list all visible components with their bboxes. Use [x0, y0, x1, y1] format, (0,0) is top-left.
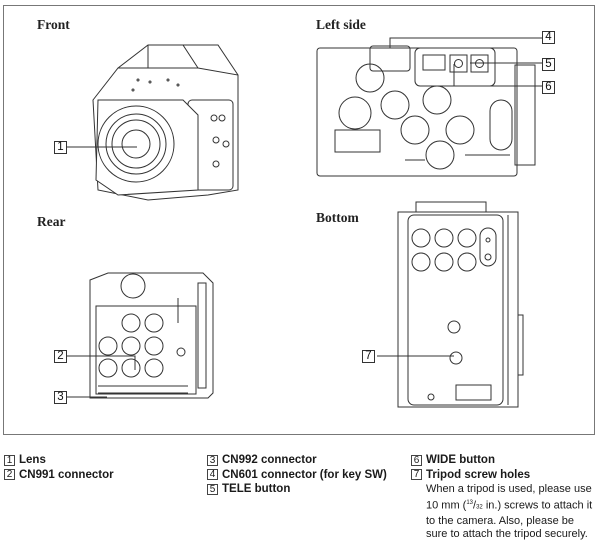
- callout-line-1: [67, 142, 142, 152]
- legend-label: CN991 connector: [19, 468, 114, 481]
- legend-item: 4 CN601 connector (for key SW): [207, 468, 387, 483]
- legend-label: Lens: [19, 454, 46, 467]
- legend-label: Tripod screw holes: [426, 468, 531, 481]
- legend-number: 3: [207, 454, 218, 466]
- callout-line-2: [67, 356, 135, 370]
- note-text: in.) screws to attach it: [482, 499, 593, 512]
- legend-number: 2: [4, 469, 15, 481]
- rear-view-title: Rear: [37, 214, 66, 229]
- callout-2: 2: [54, 350, 67, 363]
- left-side-edge: [515, 65, 535, 165]
- note-text: 10 mm (: [426, 499, 467, 512]
- legend-column-2: 3 CN992 connector 4 CN601 connector (for…: [207, 453, 387, 497]
- tripod-note-line-3: to the camera. Also, please be: [426, 514, 574, 527]
- callout-line-6: [454, 64, 542, 86]
- callout-3: 3: [54, 391, 67, 404]
- legend-number: 6: [411, 454, 422, 466]
- callout-1: 1: [54, 141, 67, 154]
- callout-line-4: [390, 38, 542, 48]
- legend-number: 4: [207, 469, 218, 481]
- tripod-note-line-1: When a tripod is used, please use: [426, 483, 592, 495]
- bottom-view-drawing: [396, 200, 526, 410]
- legend-column-1: 1 Lens 2 CN991 connector: [4, 453, 114, 482]
- left-side-view-drawing: [315, 40, 540, 180]
- wide-button: [455, 60, 463, 68]
- bottom-plate: [408, 215, 503, 405]
- lens-ring-middle: [106, 114, 166, 174]
- left-side-body: [317, 48, 517, 176]
- callout-5: 5: [542, 58, 555, 71]
- bottom-view-title: Bottom: [316, 210, 359, 225]
- legend-label: CN992 connector: [222, 454, 317, 467]
- legend-item: 2 CN991 connector: [4, 468, 114, 483]
- lens-ring-inner: [112, 120, 160, 168]
- tripod-note-line-2: 10 mm (13/32 in.) screws to attach it: [426, 499, 593, 512]
- legend-number: 1: [4, 454, 15, 466]
- callout-lines-rear: [67, 350, 142, 400]
- rear-view-drawing: [88, 268, 213, 408]
- legend-label: CN601 connector (for key SW): [222, 468, 387, 481]
- legend-item: 6 WIDE button: [411, 453, 600, 468]
- bottom-body-outline: [398, 212, 518, 407]
- fraction-numerator: 13: [466, 499, 474, 506]
- legend-label: TELE button: [222, 483, 291, 496]
- legend-label: WIDE button: [426, 454, 495, 467]
- legend-column-3: 6 WIDE button 7 Tripod screw holes When …: [411, 453, 600, 542]
- legend-item: 7 Tripod screw holes: [411, 468, 600, 483]
- fraction-denominator: 32: [476, 504, 483, 511]
- lens-mount-plate: [96, 100, 198, 195]
- rear-body-outline: [90, 273, 213, 398]
- legend-number: 7: [411, 469, 422, 481]
- tripod-note-line-4: sure to attach the tripod securely.: [426, 528, 588, 541]
- diagram-frame: [3, 5, 595, 435]
- lens-ring-outer: [98, 106, 174, 182]
- left-side-view-title: Left side: [316, 17, 366, 32]
- lens-glass: [122, 130, 150, 158]
- legend-item: 1 Lens: [4, 453, 114, 468]
- front-view-title: Front: [37, 17, 70, 32]
- callout-6: 6: [542, 81, 555, 94]
- legend-item: 3 CN992 connector: [207, 453, 387, 468]
- tripod-screw-hole: [450, 352, 462, 364]
- callout-4: 4: [542, 31, 555, 44]
- callout-lines-left-side: [370, 30, 550, 95]
- callout-line-7: [377, 350, 457, 362]
- callout-7: 7: [362, 350, 375, 363]
- tripod-note: When a tripod is used, please use 10 mm …: [426, 483, 600, 542]
- camera-body-outline: [93, 68, 238, 200]
- front-view-drawing: [88, 40, 248, 200]
- legend-item: 5 TELE button: [207, 482, 387, 497]
- legend-number: 5: [207, 483, 218, 495]
